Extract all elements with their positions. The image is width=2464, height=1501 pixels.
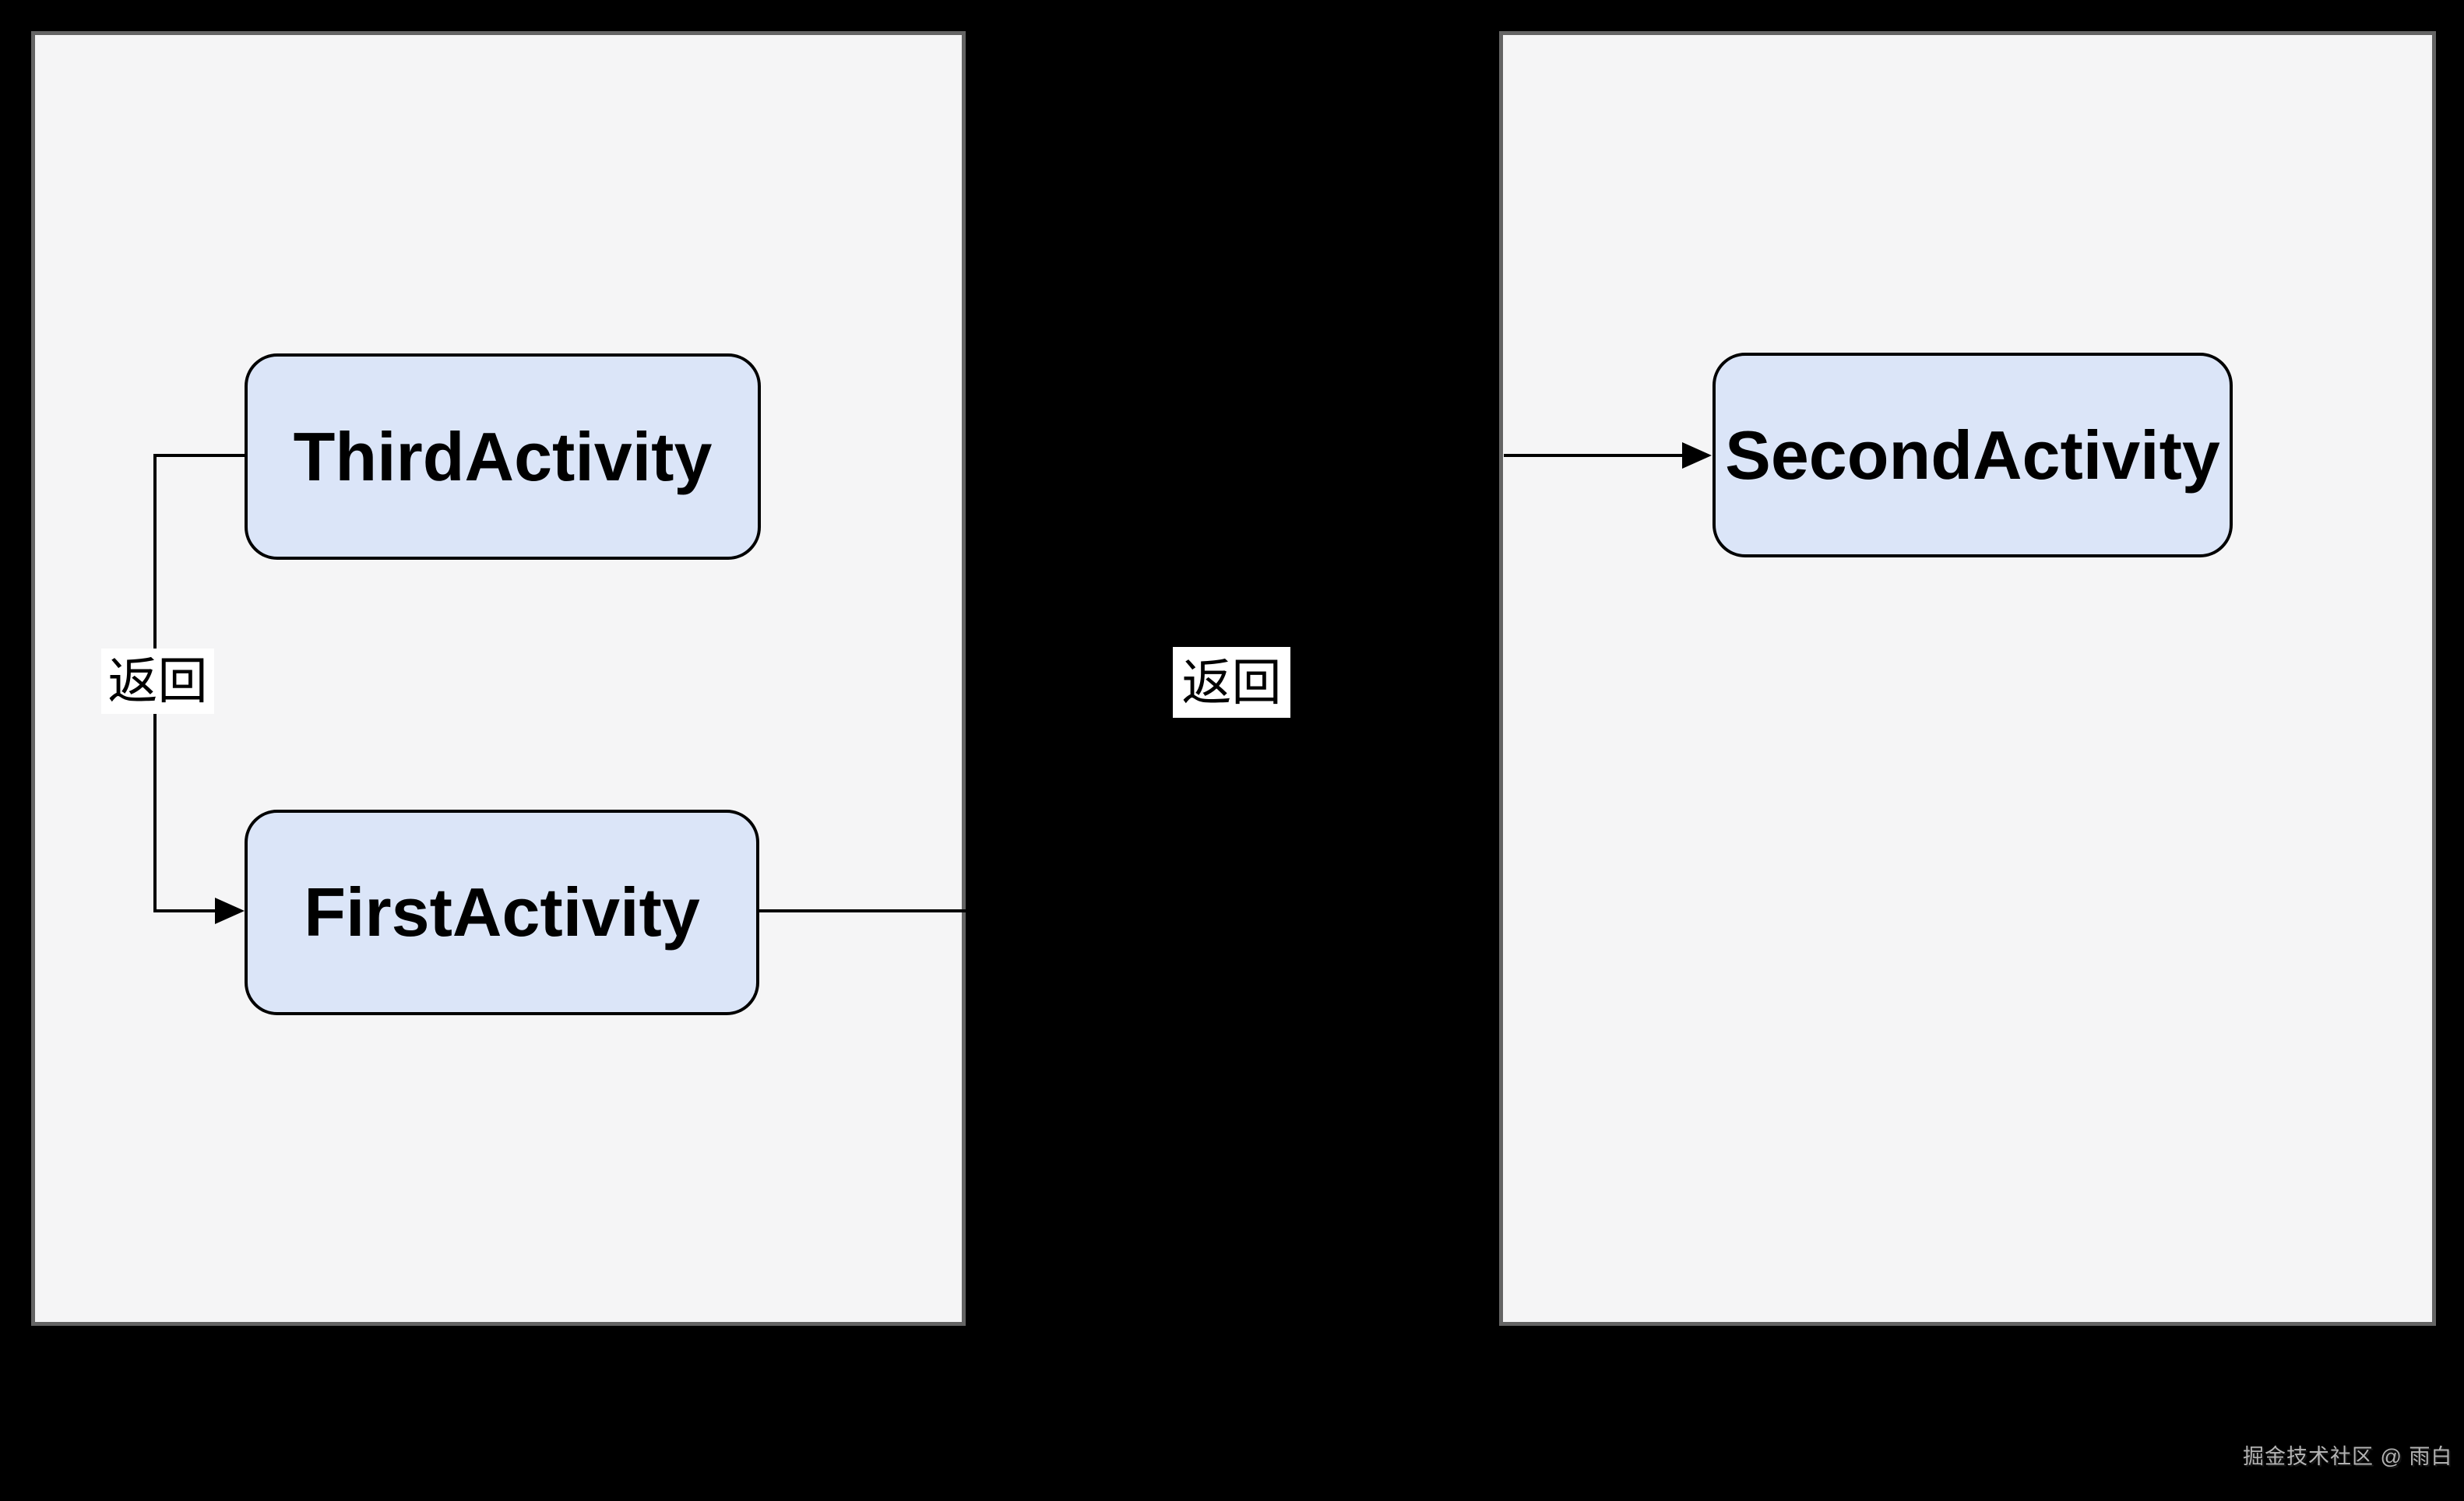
edge-label-back-left-text: 返回 bbox=[107, 653, 208, 709]
edge-label-back-left: 返回 bbox=[101, 649, 214, 714]
watermark: 掘金技术社区 @ 雨白 bbox=[2243, 1445, 2453, 1468]
edge-label-back-middle: 返回 bbox=[1173, 647, 1290, 718]
node-secondactivity: SecondActivity bbox=[1712, 353, 2233, 557]
node-secondactivity-label: SecondActivity bbox=[1725, 416, 2220, 494]
right-screen-panel bbox=[1499, 31, 2436, 1326]
edge-first-to-second-left-segment bbox=[759, 909, 966, 912]
node-firstactivity: FirstActivity bbox=[245, 810, 759, 1015]
arrowhead-into-firstactivity bbox=[215, 898, 245, 924]
edge-label-back-middle-text: 返回 bbox=[1181, 654, 1282, 711]
edge-third-to-first-bottom-segment bbox=[153, 909, 220, 912]
node-firstactivity-label: FirstActivity bbox=[304, 874, 700, 951]
node-thirdactivity-label: ThirdActivity bbox=[293, 417, 713, 495]
node-thirdactivity: ThirdActivity bbox=[245, 353, 761, 560]
edge-first-to-second-right-segment bbox=[1504, 454, 1684, 457]
edge-third-to-first-top-segment bbox=[153, 454, 246, 457]
arrowhead-into-secondactivity bbox=[1682, 442, 1712, 469]
